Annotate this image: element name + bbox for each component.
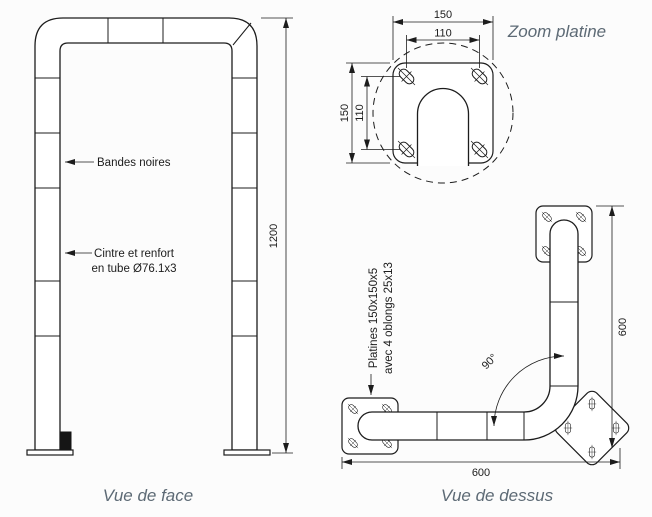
zoom-dim-110-top: 110 xyxy=(434,28,452,40)
bottom-dimension-value: 600 xyxy=(472,467,490,479)
left-base-plate xyxy=(26,449,74,456)
tube-band-lines xyxy=(35,18,257,337)
height-dimension-value: 1200 xyxy=(268,224,280,248)
top-view-caption: Vue de dessus xyxy=(441,486,554,505)
zoom-dim-150-top: 150 xyxy=(434,9,452,21)
platines-label-line2: avec 4 oblongs 25x13 xyxy=(383,262,395,374)
angle-value: 90° xyxy=(480,352,500,372)
cintre-label-line2: en tube Ø76.1x3 xyxy=(91,263,176,275)
platines-callout: Platines 150x150x5 avec 4 oblongs 25x13 xyxy=(368,262,395,395)
top-view: 600 600 90° Platines 150x150x5 avec 4 ob… xyxy=(341,205,630,505)
angle-arc xyxy=(491,353,565,427)
platines-label-line1: Platines 150x150x5 xyxy=(368,268,380,368)
bandes-noires-callout: Bandes noires xyxy=(65,157,171,169)
foot-wedge-black xyxy=(59,431,72,451)
front-view: 1200 Bandes noires Cintre et renfort en … xyxy=(26,17,293,505)
zoom-dim-150-left: 150 xyxy=(339,104,351,122)
zoom-circle xyxy=(372,42,514,184)
right-base-plate xyxy=(223,449,271,456)
corner-joint-line xyxy=(232,22,252,46)
zoom-caption: Zoom platine xyxy=(507,22,606,41)
front-view-caption: Vue de face xyxy=(103,486,193,505)
bandes-noires-label: Bandes noires xyxy=(97,157,171,169)
right-dimension-value: 600 xyxy=(617,318,629,336)
right-dimension: 600 xyxy=(596,205,629,448)
cintre-callout: Cintre et renfort en tube Ø76.1x3 xyxy=(65,248,177,275)
zoom-left-dimensions: 150 110 xyxy=(339,62,400,164)
zoom-platine-view: 150 110 150 110 Zoom platine xyxy=(339,9,606,184)
zoom-dim-110-left: 110 xyxy=(354,104,366,122)
height-dimension: 1200 xyxy=(261,17,293,454)
tube-bend-fill xyxy=(417,88,469,166)
zoom-top-dimensions: 150 110 xyxy=(392,9,494,68)
arch-tube-outline xyxy=(34,17,258,451)
cintre-label-line1: Cintre et renfort xyxy=(94,248,175,260)
tube-bend-outline xyxy=(416,87,470,166)
bottom-dimension: 600 xyxy=(341,448,621,479)
